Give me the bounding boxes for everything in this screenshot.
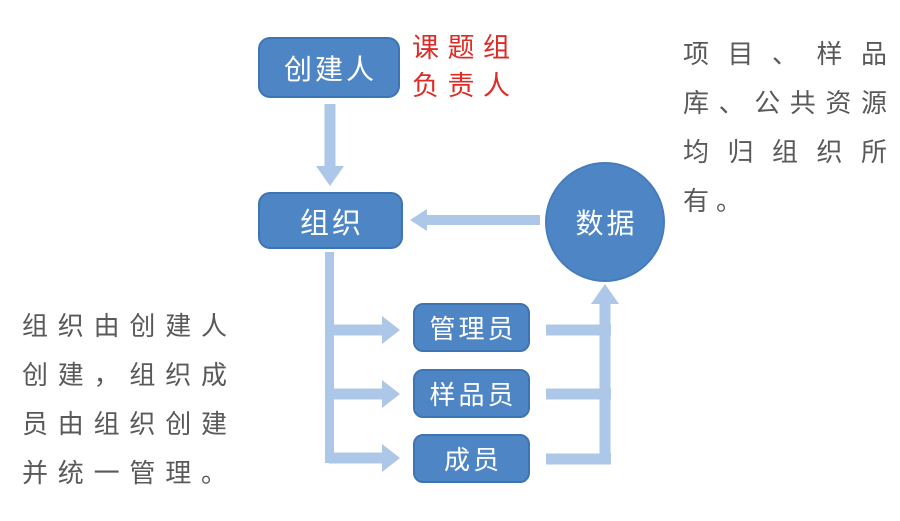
members-to-data-arrow xyxy=(591,284,619,465)
trunk-to-admin-arrow xyxy=(329,316,400,344)
node-sample-manager-label: 样品员 xyxy=(429,380,517,410)
note-right-line-1: 项目、样品 xyxy=(683,39,887,69)
org-trunk-line xyxy=(325,252,334,463)
note-left-line-4: 并统一管理。 xyxy=(22,458,227,488)
annotation-creator-role-line-1: 课题组 xyxy=(412,32,510,63)
annotation-creator-role: 课题组 负责人 xyxy=(412,26,510,102)
note-right-line-2: 库、公共资源 xyxy=(683,88,887,118)
node-member-label: 成员 xyxy=(443,445,502,475)
node-creator: 创建人 xyxy=(258,37,400,98)
note-left: 组织由创建人 创建，组织成 员由组织创建 并统一管理。 xyxy=(22,300,227,496)
note-right-line-3: 均归组织所 xyxy=(683,137,887,167)
data-to-org-arrow xyxy=(410,209,540,231)
node-organization-label: 组织 xyxy=(299,207,364,240)
annotation-creator-role-line-2: 负责人 xyxy=(412,70,510,101)
trunk-to-member-arrow xyxy=(329,444,400,472)
node-data-label: 数据 xyxy=(575,208,638,239)
note-right-line-4: 有。 xyxy=(683,186,750,216)
note-left-line-3: 员由组织创建 xyxy=(22,409,227,439)
node-data-circle: 数据 xyxy=(545,162,665,282)
sample-to-data-line xyxy=(546,388,611,400)
admin-to-data-line xyxy=(546,324,611,336)
node-member: 成员 xyxy=(413,434,530,483)
creator-to-org-arrow xyxy=(316,104,344,186)
note-left-line-1: 组织由创建人 xyxy=(22,311,227,341)
note-right: 项目、样品 库、公共资源 均归组织所 有。 xyxy=(683,28,887,224)
node-admin-label: 管理员 xyxy=(429,314,517,344)
member-to-data-line xyxy=(546,453,611,465)
node-creator-label: 创建人 xyxy=(283,53,377,85)
node-sample-manager: 样品员 xyxy=(413,369,530,418)
note-left-line-2: 创建，组织成 xyxy=(22,360,227,390)
node-organization: 组织 xyxy=(258,192,403,249)
node-admin: 管理员 xyxy=(413,303,530,352)
trunk-to-sample-arrow xyxy=(329,380,400,408)
